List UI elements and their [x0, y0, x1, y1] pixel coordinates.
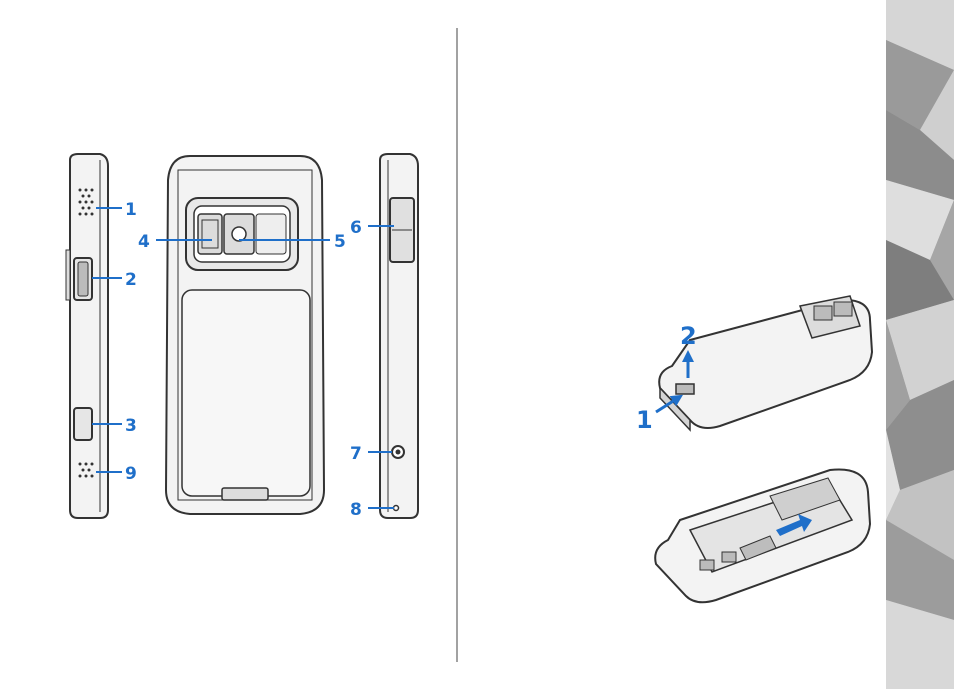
back-cover-latch	[222, 488, 268, 500]
callout-number-9: 9	[125, 464, 137, 484]
callout-number-5: 5	[334, 232, 346, 252]
phone-right-side-view	[380, 154, 418, 518]
callout-number-7: 7	[350, 444, 362, 464]
callout-number-8: 8	[350, 500, 362, 520]
decorative-side-strip	[886, 0, 954, 689]
callout-number-3: 3	[125, 416, 137, 436]
callout-number-1: 1	[125, 200, 137, 220]
battery-step-1-label: 1	[636, 406, 653, 434]
capture-key	[74, 408, 92, 440]
camera-lens	[232, 227, 246, 241]
wrist-strap-eyelet	[394, 506, 399, 511]
cover-release-button	[676, 384, 694, 394]
phone-back-view	[166, 156, 324, 514]
battery-step-2-label: 2	[680, 322, 697, 350]
callout-number-2: 2	[125, 270, 137, 290]
battery-compartment-illustration	[655, 469, 870, 602]
battery-cover-illustration	[659, 296, 872, 430]
callout-number-4: 4	[138, 232, 150, 252]
callout-number-6: 6	[350, 218, 362, 238]
